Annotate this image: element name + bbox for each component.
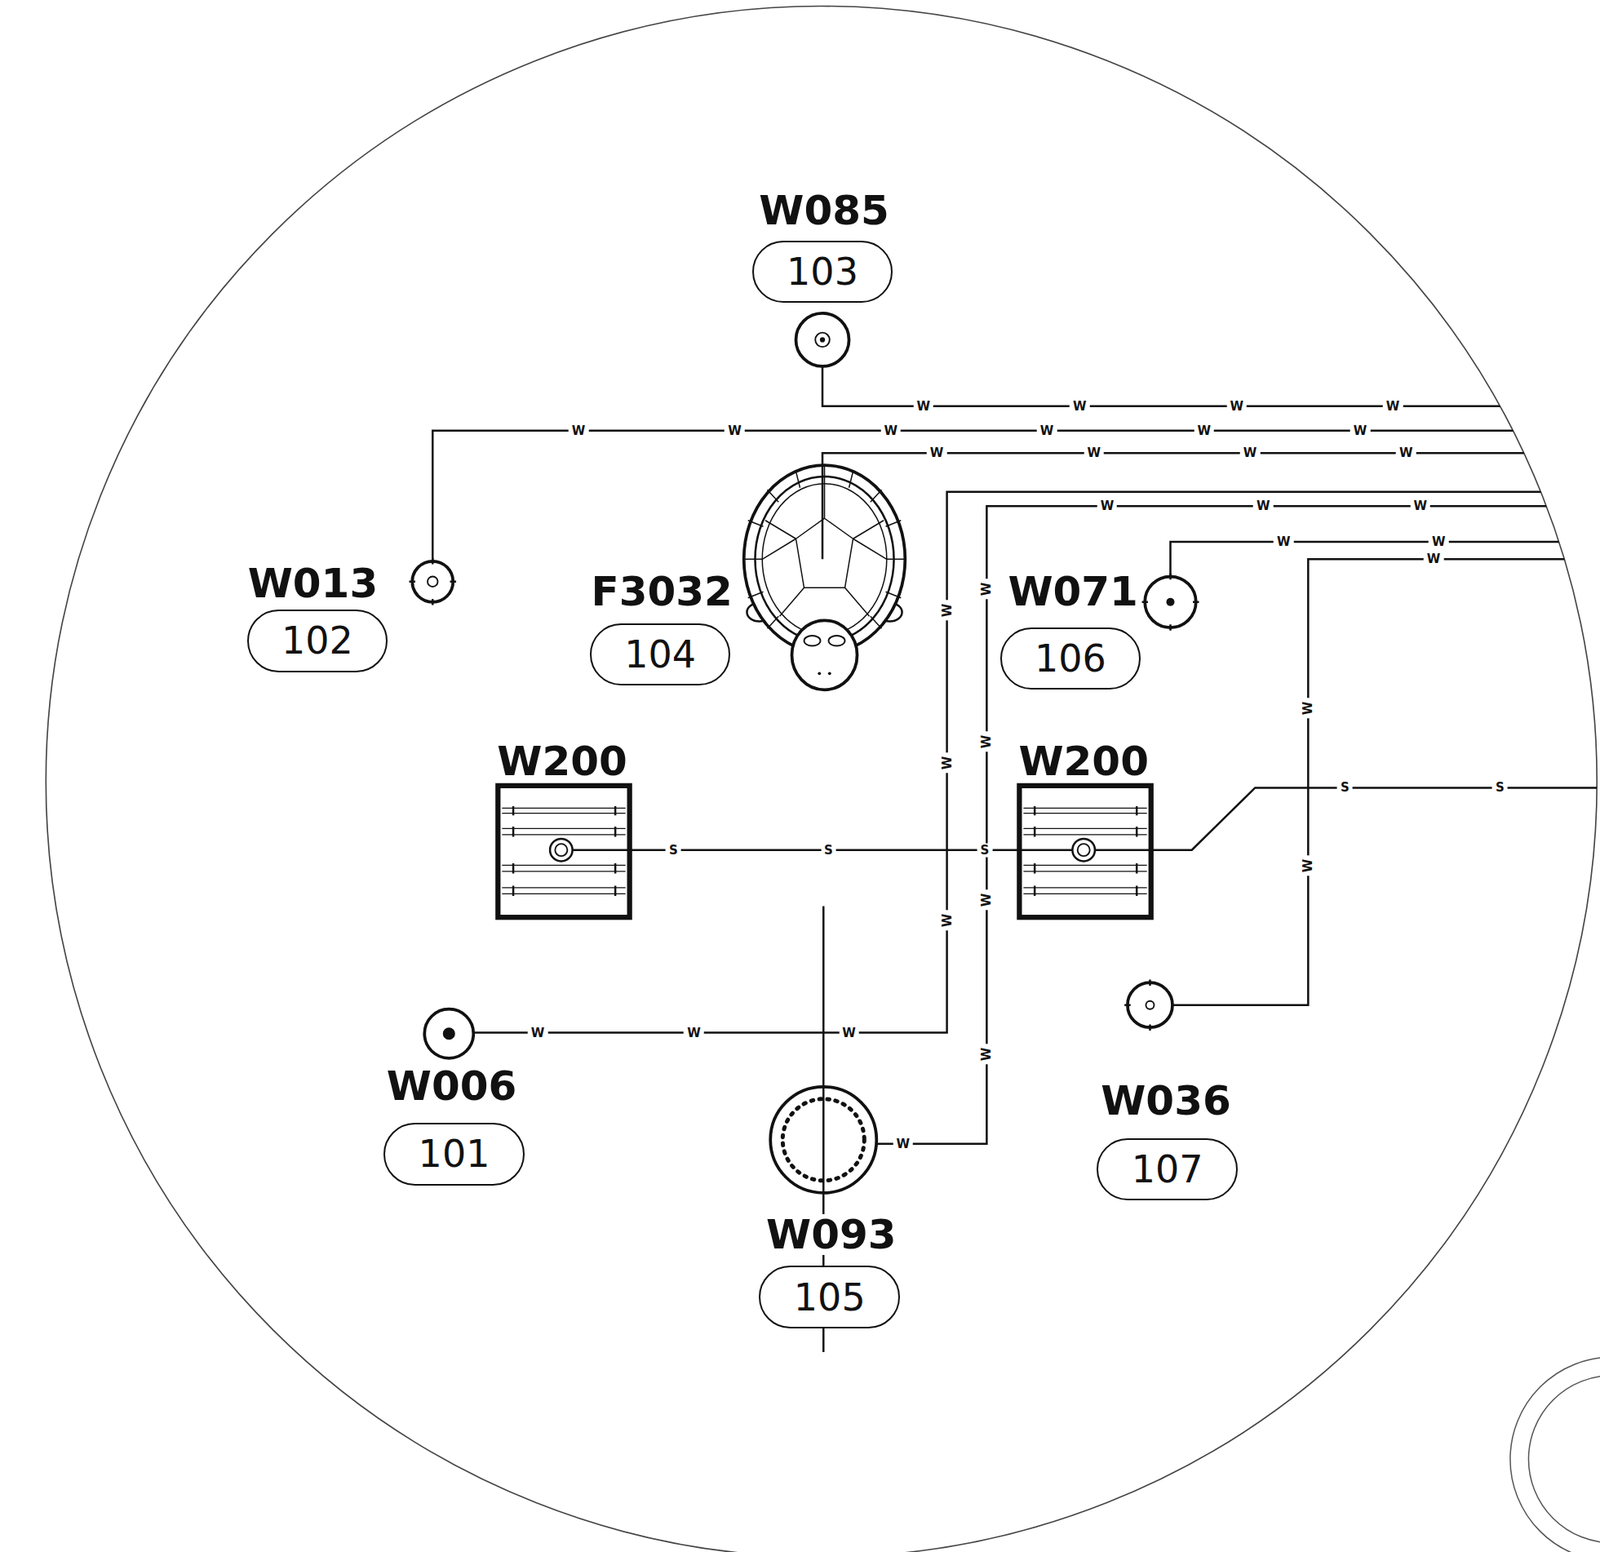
callout-pill: W036107 xyxy=(1096,1138,1238,1201)
tag-label: W085 xyxy=(755,190,893,231)
line-marker: W xyxy=(1253,499,1274,514)
line-marker: W xyxy=(1240,446,1261,461)
callout-pill: W085103 xyxy=(752,240,894,303)
detail-bubble xyxy=(45,6,1597,1552)
line-marker: W xyxy=(1301,855,1316,876)
line-marker: W xyxy=(527,1025,549,1040)
callout-number: 101 xyxy=(418,1134,491,1173)
water-line xyxy=(473,491,1600,1033)
line-marker: W xyxy=(1097,499,1118,514)
callout-pill: W006101 xyxy=(383,1122,525,1185)
tag-label: W071 xyxy=(1004,571,1142,612)
line-marker: W xyxy=(1193,423,1215,438)
tag-label: W006 xyxy=(383,1065,521,1107)
line-marker: W xyxy=(926,446,948,461)
line-marker: W xyxy=(1396,446,1417,461)
line-marker: W xyxy=(979,731,994,753)
callout-pill: W093105 xyxy=(758,1265,900,1328)
line-marker: W xyxy=(1428,535,1450,550)
line-marker: W xyxy=(683,1025,705,1040)
tag-label: W093 xyxy=(762,1214,900,1255)
line-marker: S xyxy=(976,842,993,857)
line-marker: W xyxy=(724,423,745,438)
water-line xyxy=(822,452,1600,559)
callout-number: 102 xyxy=(281,621,354,660)
callout-pill: F3032104 xyxy=(589,623,732,686)
line-marker: W xyxy=(1069,398,1091,413)
line-marker: W xyxy=(1083,446,1104,461)
line-marker: S xyxy=(1337,780,1353,795)
registration-stamp xyxy=(1510,1356,1600,1552)
line-marker: W xyxy=(979,1044,994,1065)
line-marker: S xyxy=(665,842,682,857)
water-line xyxy=(822,366,1600,407)
line-marker: W xyxy=(939,753,954,774)
valve-symbols xyxy=(409,313,1200,1193)
line-marker: W xyxy=(1382,398,1404,413)
water-line xyxy=(876,505,1600,1144)
line-marker: W xyxy=(939,600,954,621)
tag-label: W013 xyxy=(244,562,382,604)
line-marker: W xyxy=(913,398,935,413)
line-marker: W xyxy=(838,1025,860,1040)
callout-number: 103 xyxy=(786,252,859,291)
callout-number: 104 xyxy=(624,635,696,674)
line-marker: S xyxy=(820,842,837,857)
tag-label: W200 xyxy=(496,740,628,782)
line-marker: W xyxy=(881,423,902,438)
line-marker: W xyxy=(893,1136,914,1151)
tag-label: F3032 xyxy=(587,571,736,612)
tag-label: W200 xyxy=(1018,740,1149,782)
turtle-figure xyxy=(744,465,906,690)
line-marker: W xyxy=(1423,552,1445,567)
callout-number: 105 xyxy=(793,1278,866,1317)
line-marker: W xyxy=(1226,398,1247,413)
line-marker: W xyxy=(1350,423,1371,438)
drain-outlet xyxy=(549,838,1095,862)
line-marker: S xyxy=(1492,780,1508,795)
line-marker: W xyxy=(979,890,994,911)
line-marker: W xyxy=(939,910,954,931)
line-marker: W xyxy=(1273,535,1295,550)
line-marker: W xyxy=(1301,698,1316,719)
line-marker: W xyxy=(568,423,590,438)
callout-number: 107 xyxy=(1131,1150,1204,1188)
tag-label: W036 xyxy=(1097,1080,1235,1122)
line-marker: W xyxy=(1410,499,1432,514)
line-marker: W xyxy=(1037,423,1058,438)
line-marker: W xyxy=(979,578,994,599)
callout-pill: W013102 xyxy=(247,609,389,672)
drain-grate xyxy=(497,785,1151,918)
water-line xyxy=(1172,558,1600,1005)
callout-number: 106 xyxy=(1034,639,1107,678)
callout-pill: W071106 xyxy=(1000,627,1142,690)
